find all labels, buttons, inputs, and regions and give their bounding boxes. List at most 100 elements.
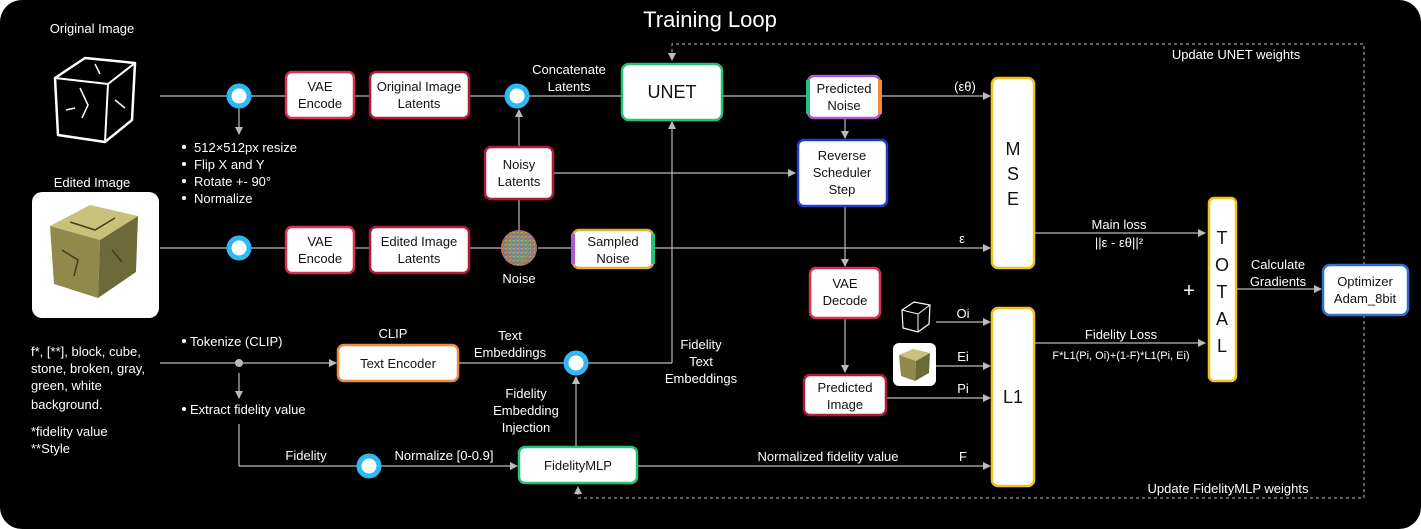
mse-letter: M bbox=[1006, 139, 1021, 159]
diagram-title: Training Loop bbox=[643, 7, 777, 32]
label-fidelity-loss: Fidelity Loss bbox=[1085, 327, 1158, 342]
box-line: UNET bbox=[648, 82, 697, 102]
label-edited-image: Edited Image bbox=[54, 175, 131, 190]
box-line: VAE bbox=[832, 276, 857, 291]
box-line: Optimizer bbox=[1337, 274, 1393, 289]
label-fidelity-text-emb: Text bbox=[689, 354, 713, 369]
tokenize-junction bbox=[235, 359, 243, 367]
box-reverse-scheduler: Reverse Scheduler Step bbox=[796, 138, 889, 208]
box-fidelity-mlp: FidelityMLP bbox=[517, 445, 639, 485]
bullet-item: Flip X and Y bbox=[194, 157, 265, 172]
box-line: VAE bbox=[307, 79, 332, 94]
label-normalized-fidelity: Normalized fidelity value bbox=[758, 449, 899, 464]
box-line: Noise bbox=[827, 98, 860, 113]
label-gradients: Gradients bbox=[1250, 274, 1307, 289]
box-line: Noisy bbox=[503, 157, 536, 172]
box-line: Adam_8bit bbox=[1334, 291, 1397, 306]
label-ei: Ei bbox=[957, 349, 969, 364]
total-letter: T bbox=[1217, 228, 1228, 248]
box-line: VAE bbox=[307, 234, 332, 249]
box-line: L1 bbox=[1003, 387, 1023, 407]
merge-dot bbox=[226, 83, 252, 109]
label-fidelity-injection: Fidelity bbox=[505, 386, 547, 401]
box-line: Scheduler bbox=[813, 165, 872, 180]
box-line: Image bbox=[827, 397, 863, 412]
merge-dot bbox=[356, 453, 382, 479]
label-update-mlp: Update FidelityMLP weights bbox=[1148, 481, 1309, 496]
label-fidelity-formula: F*L1(Pi, Oi)+(1-F)*L1(Pi, Ei) bbox=[1052, 350, 1189, 362]
box-l1: L1 bbox=[990, 306, 1036, 488]
label-fidelity-injection: Injection bbox=[502, 420, 550, 435]
prompt-line: green, white bbox=[31, 378, 102, 393]
total-letter: T bbox=[1217, 282, 1228, 302]
label-noise: Noise bbox=[502, 271, 535, 286]
label-f: F bbox=[959, 449, 967, 464]
box-line: FidelityMLP bbox=[544, 458, 612, 473]
merge-dot bbox=[504, 83, 530, 109]
label-latents: Latents bbox=[548, 79, 591, 94]
box-line: Predicted bbox=[818, 380, 873, 395]
box-optimizer: Optimizer Adam_8bit bbox=[1321, 263, 1410, 317]
label-extract: Extract fidelity value bbox=[190, 402, 306, 417]
prompt-line: background. bbox=[31, 397, 103, 412]
bullet-item: Rotate +- 90° bbox=[194, 174, 271, 189]
box-line: Encode bbox=[298, 251, 342, 266]
box-line: Encode bbox=[298, 96, 342, 111]
edited-image-small-icon bbox=[893, 343, 936, 386]
box-original-latents: Original Image Latents bbox=[368, 70, 471, 120]
total-letter: A bbox=[1216, 309, 1228, 329]
box-line: Latents bbox=[498, 174, 541, 189]
label-plus: + bbox=[1183, 280, 1195, 302]
box-mse: M S E bbox=[990, 76, 1036, 270]
label-text-emb: Text bbox=[498, 328, 522, 343]
label-fidelity-text-emb: Embeddings bbox=[665, 371, 738, 386]
box-line: Noise bbox=[596, 251, 629, 266]
box-line: Step bbox=[829, 182, 856, 197]
prompt-line: stone, broken, gray, bbox=[31, 361, 145, 376]
box-predicted-image: Predicted Image bbox=[802, 373, 888, 417]
box-line: Sampled bbox=[587, 234, 638, 249]
label-concatenate: Concatenate bbox=[532, 62, 606, 77]
box-line: Original Image bbox=[377, 79, 462, 94]
box-vae-decode: VAE Decode bbox=[808, 266, 882, 320]
label-text-emb: Embeddings bbox=[474, 345, 547, 360]
label-main-loss: Main loss bbox=[1092, 217, 1147, 232]
box-vae-encode-1: VAE Encode bbox=[284, 70, 356, 120]
label-oi: Oi bbox=[957, 306, 970, 321]
label-calculate: Calculate bbox=[1251, 257, 1305, 272]
box-vae-encode-2: VAE Encode bbox=[284, 225, 356, 275]
prompt-line: f*, [**], block, cube, bbox=[31, 344, 141, 359]
label-tokenize: Tokenize (CLIP) bbox=[190, 334, 282, 349]
bullet-item: 512×512px resize bbox=[194, 140, 297, 155]
mse-letter: S bbox=[1007, 164, 1019, 184]
label-update-unet: Update UNET weights bbox=[1172, 47, 1301, 62]
total-letter: L bbox=[1217, 336, 1227, 356]
label-fidelity-text-emb: Fidelity bbox=[680, 337, 722, 352]
connectors bbox=[160, 43, 1365, 499]
box-unet: UNET bbox=[620, 62, 724, 122]
label-main-loss-formula: ||ε - εθ||² bbox=[1095, 235, 1144, 250]
box-line: Latents bbox=[398, 251, 441, 266]
label-fidelity-injection: Embedding bbox=[493, 403, 559, 418]
box-predicted-noise: Predicted Noise bbox=[806, 74, 882, 120]
original-image-thumbnail bbox=[53, 56, 137, 144]
label-fidelity: Fidelity bbox=[285, 448, 327, 463]
box-line: Edited Image bbox=[381, 234, 458, 249]
label-pi: Pi bbox=[957, 381, 969, 396]
noise-icon bbox=[501, 230, 537, 266]
label-normalize-range: Normalize [0-0.9] bbox=[395, 448, 494, 463]
box-line: Reverse bbox=[818, 148, 866, 163]
free-labels: Original Image Edited Image Update UNET … bbox=[50, 21, 1309, 496]
mse-letter: E bbox=[1007, 189, 1019, 209]
merge-dot bbox=[226, 235, 252, 261]
preprocess-bullets: 512×512px resize Flip X and Y Rotate +- … bbox=[182, 140, 297, 411]
box-line: Predicted bbox=[817, 81, 872, 96]
box-sampled-noise: Sampled Noise bbox=[571, 228, 655, 270]
box-edited-latents: Edited Image Latents bbox=[368, 225, 471, 275]
bullet-item: Normalize bbox=[194, 191, 253, 206]
label-original-image: Original Image bbox=[50, 21, 135, 36]
label-clip: CLIP bbox=[379, 326, 408, 341]
